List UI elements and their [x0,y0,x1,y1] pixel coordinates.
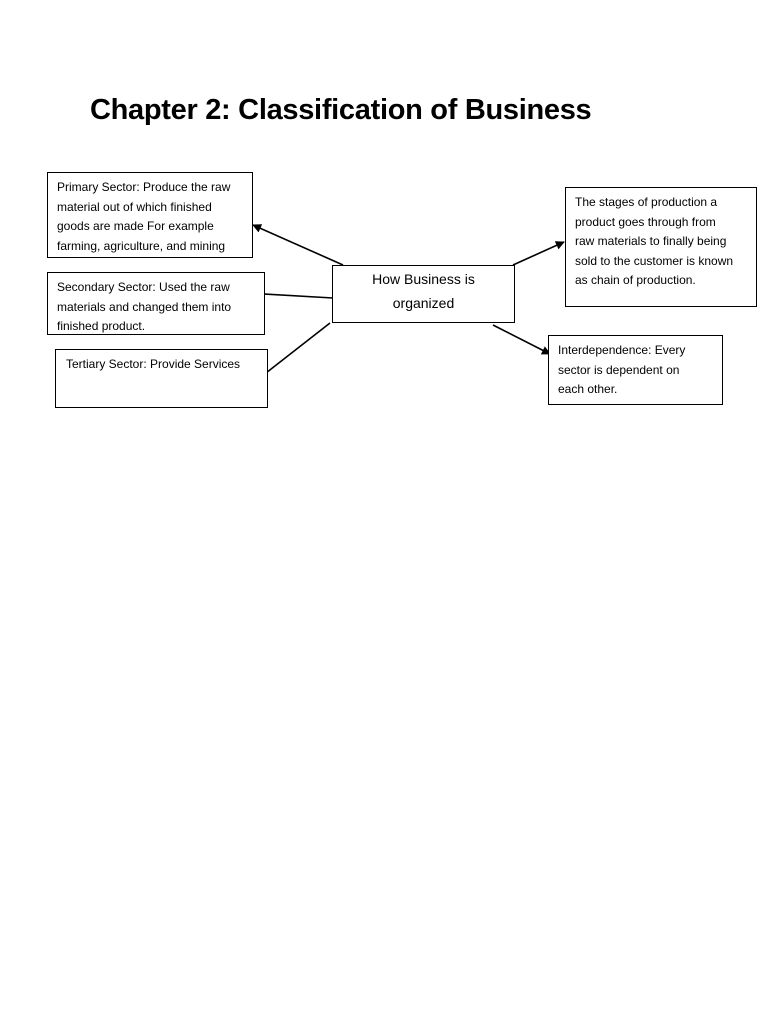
primary-sector-box: Primary Sector: Produce the raw material… [47,172,253,258]
central-topic-box: How Business is organized [332,265,515,323]
arrow-to-primary-sector [252,224,344,266]
tertiary-sector-text-line: Tertiary Sector: Provide Services [66,357,241,371]
chain-of-production-text-line: sold to the customer is known [575,253,734,268]
interdependence-text-line: each other. [558,382,618,396]
arrow-to-chain-of-production [512,241,565,266]
primary-sector-text-line: goods are made For example [57,219,214,233]
central-topic-text-line: organized [392,295,455,311]
chain-of-production-text-line: product goes through from [575,214,716,229]
central-topic-text-line: How Business is [372,271,475,287]
secondary-sector-text-line: Secondary Sector: Used the raw [57,280,230,294]
tertiary-sector-box: Tertiary Sector: Provide Services [55,349,268,408]
chain-of-production-text-line: raw materials to finally being [575,234,727,248]
primary-sector-text-line: material out of which finished [57,199,212,214]
secondary-sector-text-line: materials and changed them into [57,299,232,314]
arrow-to-interdependence [492,324,551,355]
interdependence-text-line: sector is dependent on [558,362,680,377]
interdependence-text-line: Interdependence: Every [558,343,686,357]
chain-of-production-text-line: The stages of production a [575,195,718,209]
primary-sector-text-line: Primary Sector: Produce the raw [57,180,231,194]
interdependence-box: Interdependence: Every sector is depende… [548,335,723,405]
chain-of-production-box: The stages of production a product goes … [565,187,757,307]
chain-of-production-text-line: as chain of production. [575,273,696,287]
page-title: Chapter 2: Classification of Business [90,94,592,126]
secondary-sector-text-line: finished product. [57,319,146,333]
primary-sector-text-line: farming, agriculture, and mining [57,238,226,253]
secondary-sector-box: Secondary Sector: Used the raw materials… [47,272,265,335]
